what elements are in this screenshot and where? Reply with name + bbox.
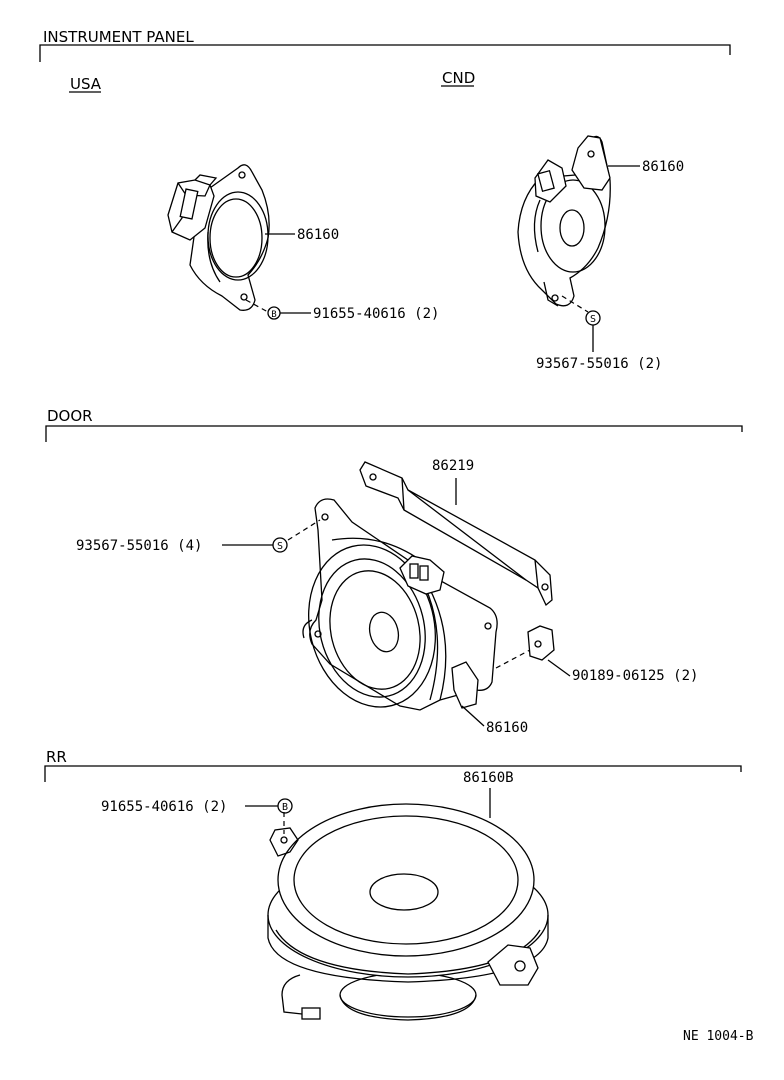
svg-text:S: S <box>277 541 283 552</box>
section-title-instrument-panel: INSTRUMENT PANEL <box>43 28 194 46</box>
svg-text:B: B <box>282 802 288 813</box>
label-cnd-speaker: 86160 <box>642 159 684 175</box>
label-cnd: CND <box>442 69 475 87</box>
usa-speaker-drawing <box>167 164 295 313</box>
screw-symbol-s-door: S <box>272 537 288 553</box>
cnd-speaker-drawing <box>517 135 640 313</box>
door-speaker-drawing <box>287 498 531 711</box>
svg-text:B: B <box>271 310 276 320</box>
section-bracket-door <box>45 425 743 442</box>
section-rr: RR <box>44 748 742 782</box>
screw-symbol-b-rr: B <box>277 798 293 814</box>
rr-speaker-drawing <box>267 788 549 1021</box>
label-usa: USA <box>70 75 102 93</box>
label-usa-speaker: 86160 <box>297 227 339 243</box>
label-door-screw: 93567-55016 (4) <box>76 538 202 554</box>
section-bracket-rr <box>44 765 742 782</box>
label-rr-speaker: 86160B <box>463 770 514 786</box>
section-title-door: DOOR <box>47 407 93 425</box>
section-title-rr: RR <box>46 748 67 766</box>
section-bracket-instrument-panel <box>39 44 731 62</box>
section-instrument-panel: INSTRUMENT PANEL USA CND <box>39 28 731 93</box>
diagram-code: NE 1004-B <box>683 1029 754 1044</box>
screw-symbol-s-cnd: S <box>585 310 601 326</box>
door-bracket-drawing <box>359 461 553 607</box>
label-rr-screw: 91655-40616 (2) <box>101 799 227 815</box>
label-door-nut: 90189-06125 (2) <box>572 668 698 684</box>
label-door-speaker: 86160 <box>486 720 528 736</box>
label-usa-screw: 91655-40616 (2) <box>313 306 439 322</box>
section-door: DOOR <box>45 407 743 442</box>
label-cnd-screw: 93567-55016 (2) <box>536 356 662 372</box>
label-door-bracket: 86219 <box>432 458 474 474</box>
screw-symbol-b-usa: B <box>267 306 281 320</box>
svg-text:S: S <box>590 314 596 325</box>
nut-drawing <box>527 625 555 661</box>
